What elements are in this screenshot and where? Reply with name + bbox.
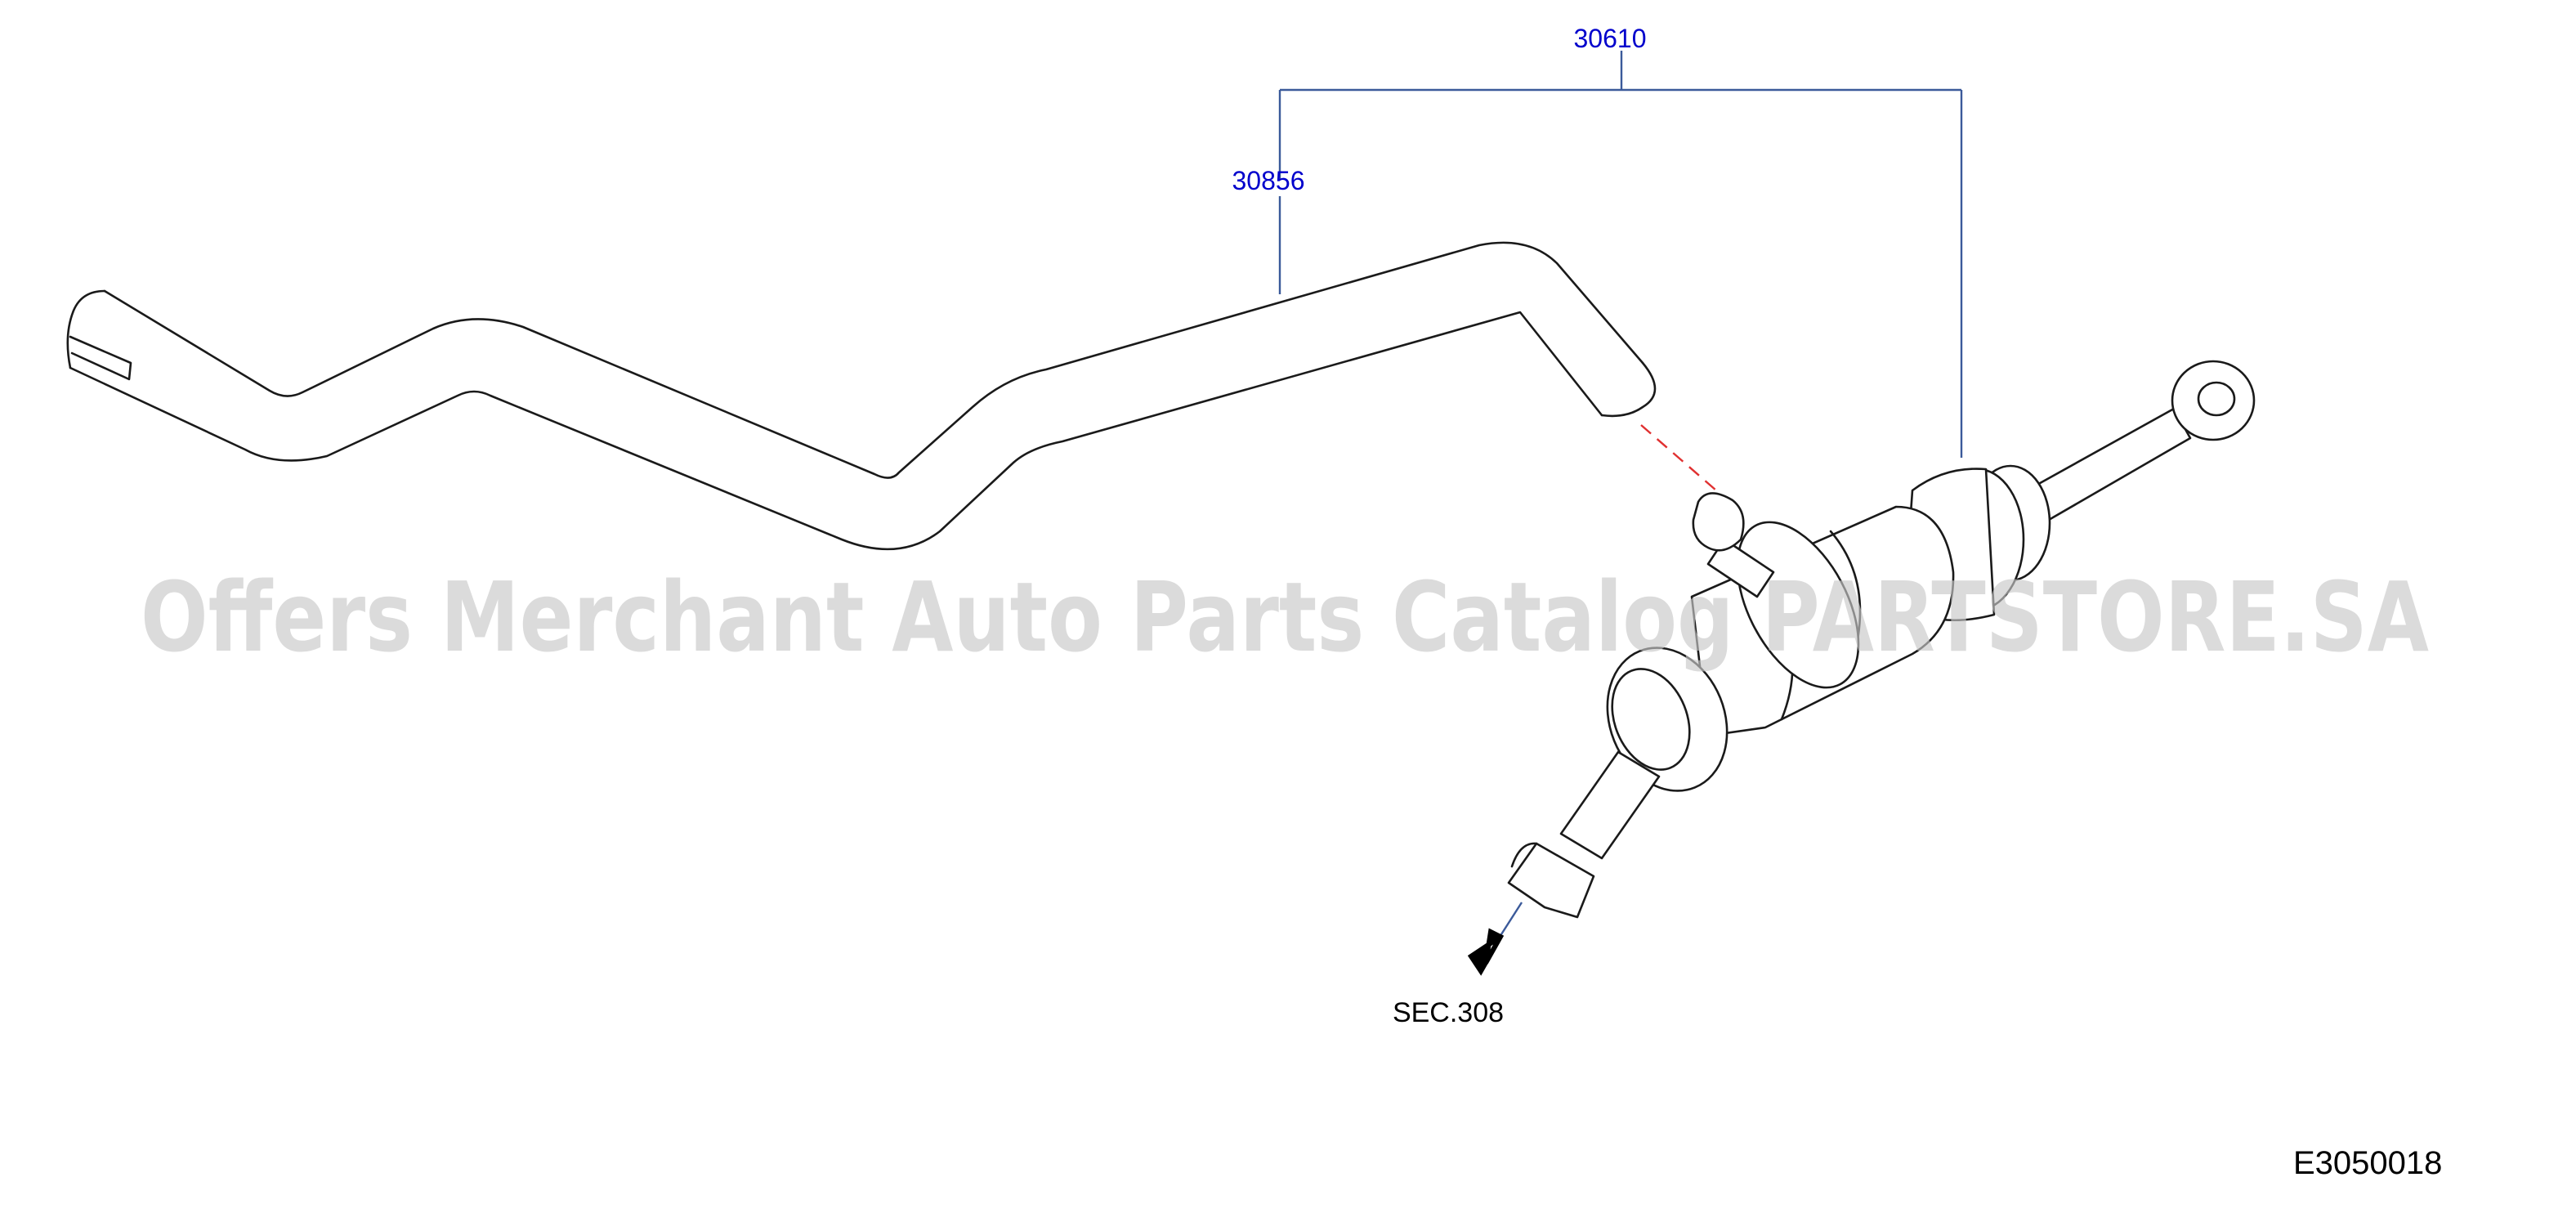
front-flange-inner bbox=[1611, 668, 1691, 771]
part-number-30610[interactable]: 30610 bbox=[1574, 24, 1647, 53]
pushrod bbox=[2025, 407, 2192, 525]
drawing-id: E3050018 bbox=[2293, 1145, 2442, 1181]
clutch-master-cylinder[interactable] bbox=[1507, 360, 2256, 919]
nipple-tip bbox=[1692, 492, 1745, 552]
hose-upper-edge bbox=[103, 241, 1644, 479]
clutch-hose[interactable] bbox=[66, 241, 1657, 551]
watermark-text: Offers Merchant Auto Parts Catalog PARTS… bbox=[141, 561, 2429, 674]
outlet-fitting-edge bbox=[1510, 842, 1538, 868]
pushrod-eye-inner bbox=[2197, 381, 2236, 417]
outlet-fitting bbox=[1507, 842, 1595, 919]
leader-30610 bbox=[1278, 51, 1963, 458]
sec-308-arrow-icon bbox=[1467, 928, 1505, 976]
middle-flange bbox=[1736, 521, 1860, 689]
section-reference[interactable]: SEC.308 bbox=[1393, 997, 1504, 1028]
hose-left-end bbox=[66, 289, 106, 369]
hose-right-end bbox=[1600, 361, 1657, 418]
hose-left-slot bbox=[69, 335, 132, 381]
hose-lower-edge bbox=[69, 311, 1603, 551]
outlet-pipe bbox=[1559, 750, 1661, 860]
reservoir-nipple bbox=[1706, 538, 1775, 598]
part-number-30856[interactable]: 30856 bbox=[1232, 166, 1305, 195]
connection-dash-line bbox=[1640, 424, 1717, 491]
